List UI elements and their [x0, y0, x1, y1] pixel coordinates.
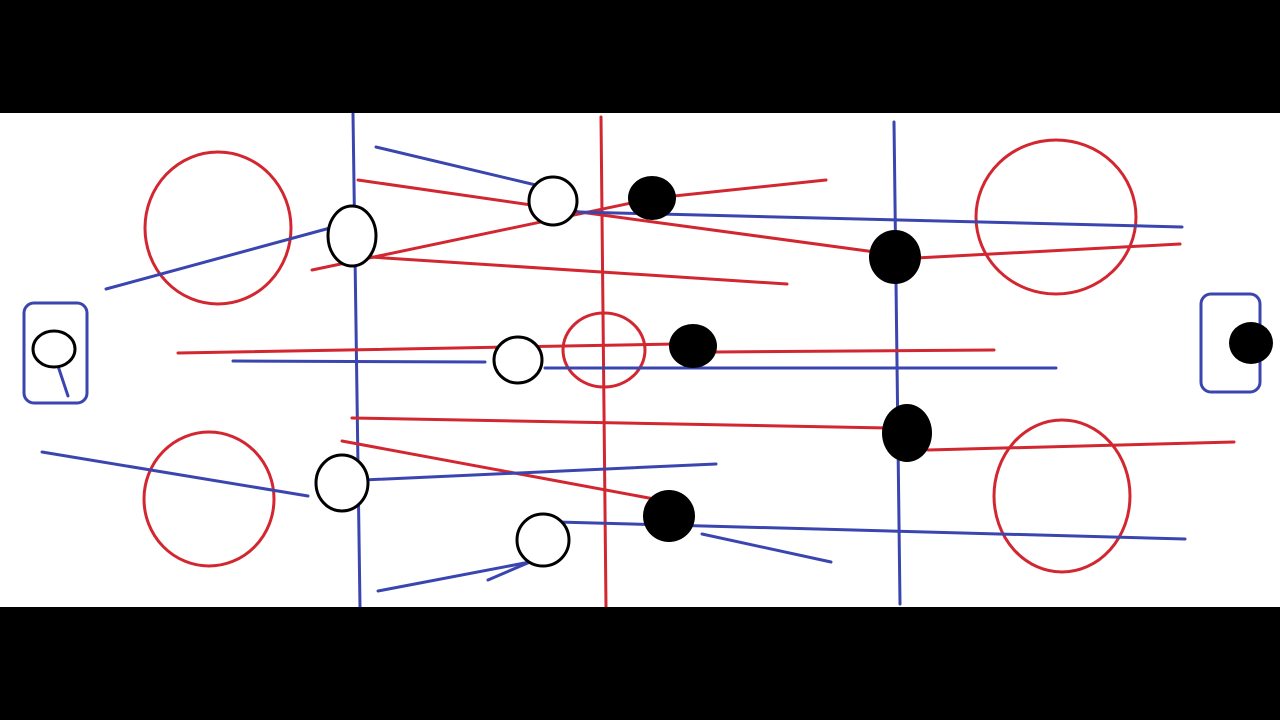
- solid-player: [628, 176, 676, 220]
- center-ice-circle: [561, 311, 647, 389]
- blue-pass-lines: [40, 145, 1187, 593]
- hollow-player: [326, 204, 378, 268]
- solid-player-goalie: [1229, 322, 1273, 364]
- hollow-team-players: [31, 175, 579, 568]
- red-pass-line: [176, 342, 678, 355]
- red-pass-line: [340, 439, 667, 503]
- solid-player: [669, 324, 717, 368]
- blue-pass-line: [104, 226, 332, 291]
- hollow-player: [492, 335, 544, 385]
- blue-pass-line: [56, 364, 70, 398]
- red-pass-line: [653, 178, 828, 200]
- center-red-line: [599, 115, 608, 607]
- rink-canvas: [0, 113, 1280, 607]
- solid-team-players: [628, 176, 1273, 542]
- faceoff-circle-top-left: [143, 150, 293, 306]
- hollow-player: [314, 453, 370, 513]
- right-blue-line: [892, 120, 902, 606]
- hollow-player: [515, 512, 571, 568]
- blue-pass-line: [231, 359, 487, 364]
- red-pass-line: [368, 255, 789, 286]
- blue-pass-line: [340, 462, 718, 483]
- solid-player: [882, 404, 932, 462]
- blue-pass-line: [40, 450, 310, 498]
- blue-pass-line: [374, 145, 542, 188]
- faceoff-circle-top-right: [974, 138, 1138, 296]
- red-pass-lines: [176, 178, 1236, 503]
- red-pass-line: [926, 440, 1236, 452]
- blue-pass-line: [376, 560, 532, 593]
- blue-pass-line: [576, 210, 1184, 229]
- blue-pass-line: [486, 560, 532, 582]
- blue-pass-line: [700, 532, 833, 564]
- faceoff-circle-bottom-right: [992, 418, 1132, 574]
- hollow-player: [527, 175, 579, 227]
- red-pass-line: [578, 210, 877, 254]
- rink-markings: [22, 113, 1262, 607]
- faceoff-circle-bottom-left: [142, 430, 276, 568]
- rink-diagram: [22, 113, 1273, 607]
- solid-player: [643, 490, 695, 542]
- red-pass-line: [914, 242, 1182, 260]
- red-pass-line: [350, 416, 890, 430]
- left-goal-crease: [22, 301, 89, 405]
- solid-player: [869, 230, 921, 284]
- red-pass-line: [714, 348, 996, 354]
- hollow-player-goalie: [31, 329, 77, 369]
